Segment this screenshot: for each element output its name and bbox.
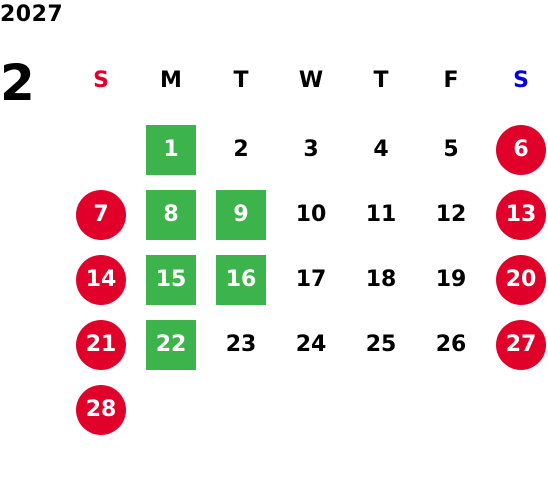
day-cell-3: 3 (303, 137, 319, 162)
year-label: 2027 (0, 2, 64, 27)
day-cell-2: 2 (233, 137, 249, 162)
day-cell-27: 27 (496, 320, 546, 370)
day-cell-4: 4 (373, 137, 389, 162)
day-cell-18: 18 (365, 267, 397, 292)
day-cell-10: 10 (295, 202, 327, 227)
day-cell-20: 20 (496, 255, 546, 305)
day-cell-7: 7 (76, 190, 126, 240)
day-cell-11: 11 (365, 202, 397, 227)
day-cell-9: 9 (216, 190, 266, 240)
day-cell-23: 23 (225, 332, 257, 357)
day-cell-12: 12 (435, 202, 467, 227)
weekday-header-sunday: S (93, 68, 109, 93)
weekday-header-friday: F (443, 68, 459, 93)
day-cell-17: 17 (295, 267, 327, 292)
month-number: 2 (0, 54, 35, 112)
day-cell-15: 15 (146, 255, 196, 305)
day-cell-26: 26 (435, 332, 467, 357)
day-cell-19: 19 (435, 267, 467, 292)
day-cell-1: 1 (146, 125, 196, 175)
weekday-header-wednesday: W (298, 68, 324, 93)
weekday-header-thursday: T (373, 68, 389, 93)
day-cell-6: 6 (496, 125, 546, 175)
day-cell-13: 13 (496, 190, 546, 240)
day-cell-5: 5 (443, 137, 459, 162)
weekday-header-monday: M (160, 68, 182, 93)
day-cell-14: 14 (76, 255, 126, 305)
day-cell-16: 16 (216, 255, 266, 305)
weekday-header-tuesday: T (233, 68, 249, 93)
day-cell-22: 22 (146, 320, 196, 370)
day-cell-21: 21 (76, 320, 126, 370)
day-cell-24: 24 (295, 332, 327, 357)
day-cell-25: 25 (365, 332, 397, 357)
day-cell-28: 28 (76, 385, 126, 435)
weekday-header-saturday: S (513, 68, 529, 93)
day-cell-8: 8 (146, 190, 196, 240)
